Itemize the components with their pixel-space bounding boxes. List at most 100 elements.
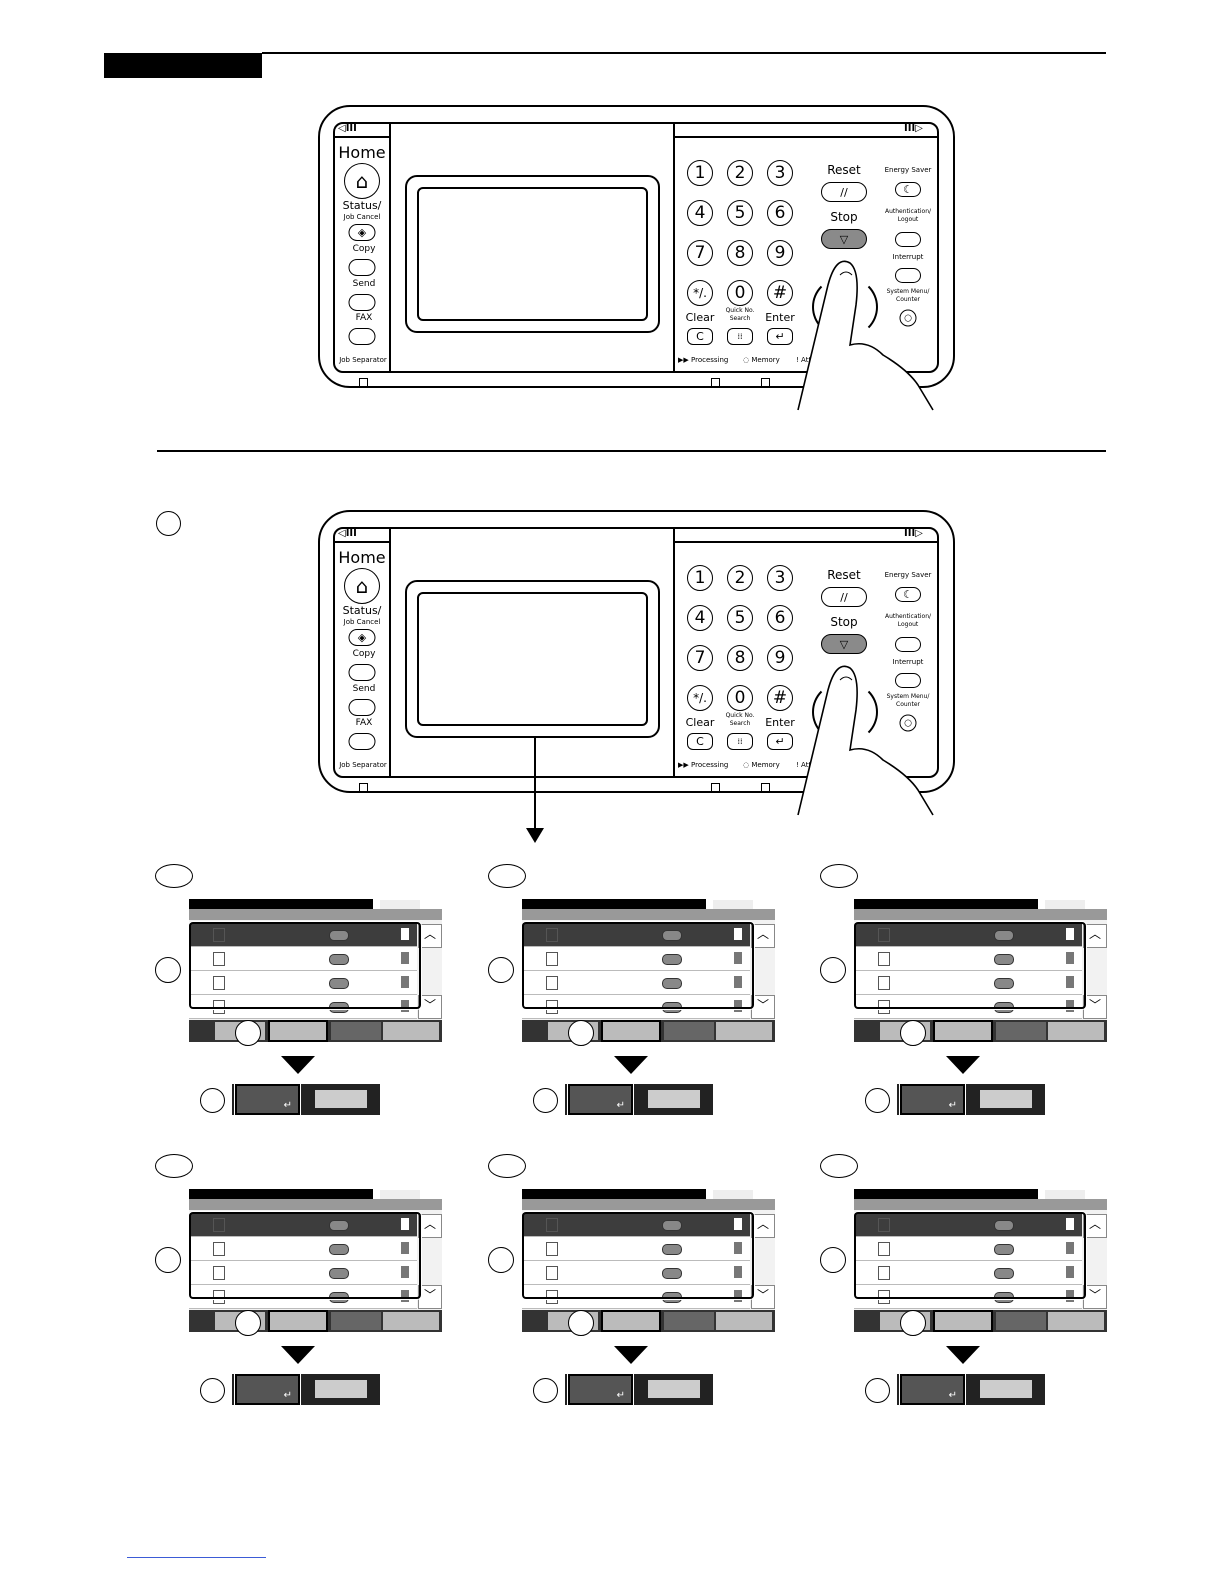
scroll-up-button[interactable]: ︿ xyxy=(751,1214,775,1238)
scroll-up-button[interactable]: ︿ xyxy=(1083,1214,1107,1238)
job-detail-button[interactable] xyxy=(329,1220,349,1231)
job-detail-button[interactable] xyxy=(329,930,349,941)
numeric-key[interactable]: 5 xyxy=(727,200,753,226)
job-detail-button[interactable] xyxy=(662,1220,682,1231)
authentication-logout-button[interactable] xyxy=(895,232,921,247)
screen-tab[interactable] xyxy=(1045,1190,1085,1199)
numeric-key[interactable]: 1 xyxy=(687,160,713,186)
interrupt-button[interactable] xyxy=(895,673,921,688)
numeric-key[interactable]: 3 xyxy=(767,565,793,591)
quick-search-button[interactable]: ⁞⁞ xyxy=(727,328,753,345)
numeric-key[interactable]: 3 xyxy=(767,160,793,186)
clear-button[interactable]: C xyxy=(687,328,713,345)
job-list-row[interactable] xyxy=(854,1261,1082,1285)
start-button[interactable] xyxy=(812,682,878,742)
numeric-key[interactable]: 9 xyxy=(767,645,793,671)
stop-button[interactable]: ▽ xyxy=(821,229,867,249)
footer-button[interactable] xyxy=(716,1022,772,1040)
numeric-key[interactable]: */. xyxy=(687,280,713,306)
footer-button[interactable] xyxy=(1048,1022,1104,1040)
stop-button[interactable]: ▽ xyxy=(821,634,867,654)
copy-button[interactable] xyxy=(348,259,376,276)
yes-button[interactable]: ↵ xyxy=(899,1373,966,1406)
home-button[interactable]: ⌂ xyxy=(344,568,380,604)
numeric-key[interactable]: 8 xyxy=(727,645,753,671)
job-list-row[interactable] xyxy=(189,1213,417,1237)
job-list-row[interactable] xyxy=(522,1213,750,1237)
fax-button[interactable] xyxy=(348,733,376,750)
scroll-down-button[interactable]: ﹀ xyxy=(418,1285,442,1309)
yes-button[interactable]: ↵ xyxy=(567,1373,634,1406)
footer-button[interactable] xyxy=(664,1022,714,1040)
touch-panel-display[interactable] xyxy=(417,187,648,321)
footer-button[interactable] xyxy=(383,1312,439,1330)
job-detail-button[interactable] xyxy=(329,954,349,965)
numeric-key[interactable]: 6 xyxy=(767,605,793,631)
no-button[interactable] xyxy=(315,1380,367,1398)
footer-button[interactable] xyxy=(1048,1312,1104,1330)
cancel-job-button[interactable] xyxy=(601,1310,661,1332)
numeric-key[interactable]: 1 xyxy=(687,565,713,591)
numeric-key[interactable]: 4 xyxy=(687,605,713,631)
job-detail-button[interactable] xyxy=(994,978,1014,989)
footer-button[interactable] xyxy=(996,1022,1046,1040)
cancel-job-button[interactable] xyxy=(933,1020,993,1042)
numeric-key[interactable]: 0 xyxy=(727,685,753,711)
numeric-key[interactable]: 7 xyxy=(687,240,713,266)
job-list-row[interactable] xyxy=(854,923,1082,947)
job-list-row[interactable] xyxy=(189,1261,417,1285)
job-list-row[interactable] xyxy=(522,923,750,947)
footer-button[interactable] xyxy=(996,1312,1046,1330)
yes-button[interactable]: ↵ xyxy=(567,1083,634,1116)
numeric-key[interactable]: 5 xyxy=(727,605,753,631)
enter-button[interactable]: ↵ xyxy=(767,328,793,345)
job-list-row[interactable] xyxy=(854,971,1082,995)
no-button[interactable] xyxy=(980,1380,1032,1398)
screen-tab[interactable] xyxy=(1045,900,1085,909)
energy-saver-button[interactable]: ☾ xyxy=(895,587,921,602)
status-job-cancel-button[interactable]: ◈ xyxy=(348,629,376,646)
yes-button[interactable]: ↵ xyxy=(234,1373,301,1406)
cancel-job-button[interactable] xyxy=(268,1310,328,1332)
cancel-job-button[interactable] xyxy=(268,1020,328,1042)
numeric-key[interactable]: 2 xyxy=(727,160,753,186)
numeric-key[interactable]: */. xyxy=(687,685,713,711)
screen-tab[interactable] xyxy=(380,1190,420,1199)
touch-panel-display[interactable] xyxy=(417,592,648,726)
job-detail-button[interactable] xyxy=(662,978,682,989)
job-detail-button[interactable] xyxy=(329,1244,349,1255)
cancel-job-button[interactable] xyxy=(933,1310,993,1332)
scroll-down-button[interactable]: ﹀ xyxy=(751,1285,775,1309)
screen-tab[interactable] xyxy=(380,900,420,909)
interrupt-button[interactable] xyxy=(895,268,921,283)
job-detail-button[interactable] xyxy=(994,1244,1014,1255)
job-list-row[interactable] xyxy=(522,1237,750,1261)
footer-button[interactable] xyxy=(383,1022,439,1040)
footer-button[interactable] xyxy=(664,1312,714,1330)
job-detail-button[interactable] xyxy=(662,930,682,941)
reset-button[interactable]: // xyxy=(821,182,867,202)
energy-saver-button[interactable]: ☾ xyxy=(895,182,921,197)
send-button[interactable] xyxy=(348,294,376,311)
system-menu-button[interactable]: ○ xyxy=(899,714,917,732)
job-list-row[interactable] xyxy=(522,947,750,971)
job-detail-button[interactable] xyxy=(662,1244,682,1255)
job-detail-button[interactable] xyxy=(994,1220,1014,1231)
footer-button[interactable] xyxy=(331,1312,381,1330)
screen-tab[interactable] xyxy=(713,1190,753,1199)
job-list-row[interactable] xyxy=(189,947,417,971)
job-detail-button[interactable] xyxy=(994,930,1014,941)
footer-button[interactable] xyxy=(331,1022,381,1040)
numeric-key[interactable]: 7 xyxy=(687,645,713,671)
job-detail-button[interactable] xyxy=(662,1268,682,1279)
scroll-up-button[interactable]: ︿ xyxy=(418,924,442,948)
scroll-up-button[interactable]: ︿ xyxy=(1083,924,1107,948)
job-list-row[interactable] xyxy=(189,923,417,947)
status-job-cancel-button[interactable]: ◈ xyxy=(348,224,376,241)
system-menu-button[interactable]: ○ xyxy=(899,309,917,327)
enter-button[interactable]: ↵ xyxy=(767,733,793,750)
home-button[interactable]: ⌂ xyxy=(344,163,380,199)
job-list-row[interactable] xyxy=(189,1237,417,1261)
reset-button[interactable]: // xyxy=(821,587,867,607)
job-detail-button[interactable] xyxy=(662,954,682,965)
